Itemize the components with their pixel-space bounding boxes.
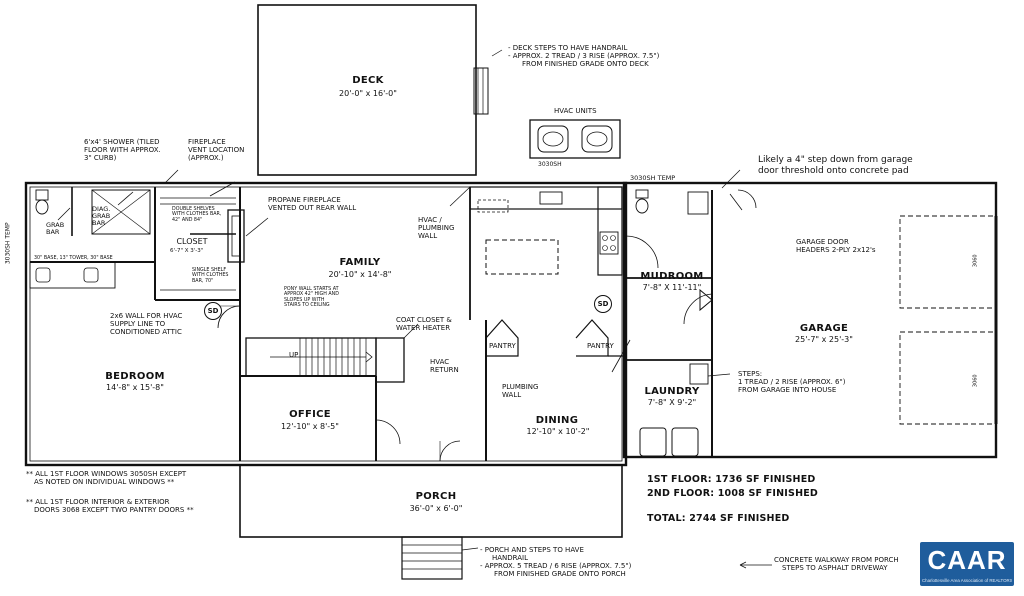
family-label: FAMILY [339, 257, 381, 268]
stairs-up-label: UP [289, 351, 299, 359]
total-sf: TOTAL: 2744 SF FINISHED [647, 513, 790, 524]
caar-logo-text: CAAR [927, 545, 1007, 575]
smoke-detector-1: SD [204, 302, 222, 320]
mudroom-label: MUDROOM [640, 271, 704, 282]
window-3030sh: 3030SH [538, 161, 562, 168]
caar-logo-subtext: Charlottesville Area Association of REAL… [922, 578, 1012, 583]
mudroom-dims: 7'-8" X 11'-11" [642, 283, 702, 292]
dining-dims: 12'-10" x 10'-2" [526, 427, 590, 436]
bedroom-dims: 14'-8" x 15'-8" [106, 383, 164, 392]
hvac-units [529, 119, 621, 159]
shower [91, 189, 151, 235]
window-3030sh-temp: 3030SH TEMP [630, 174, 676, 182]
dryer [671, 427, 699, 457]
kitchen-island [485, 239, 559, 275]
deck-label: DECK [352, 75, 384, 86]
garage-door-2 [899, 331, 997, 425]
deck-steps [473, 67, 489, 115]
washer [639, 427, 667, 457]
garage-window-2: 3060 [972, 374, 979, 388]
second-floor-total: 2ND FLOOR: 1008 SF FINISHED [647, 488, 818, 499]
pantry-right-label: PANTRY [587, 342, 614, 350]
closet-dims: 6'-7" X 3'-3" [170, 248, 204, 254]
garage-dims: 25'-7" x 25'-3" [795, 335, 853, 344]
closet-label: CLOSET [176, 237, 208, 246]
garage-outer-wall [622, 181, 998, 459]
pantry-left-label: PANTRY [489, 342, 516, 350]
vanity-base-label: 30" BASE, 13" TOWER, 30" BASE [34, 256, 113, 261]
bedroom-label: BEDROOM [105, 371, 165, 382]
smoke-detector-2: SD [594, 295, 612, 313]
laundry-dims: 7'-8" X 9'-2" [647, 398, 697, 407]
range [599, 231, 619, 255]
single-shelf-label: SINGLE SHELF WITH CLOTHES BAR, 70" [192, 268, 229, 284]
laundry-label: LAUNDRY [644, 386, 700, 397]
window-left-temp: 3030SH TEMP [4, 222, 12, 265]
kitchen-counter [469, 186, 623, 210]
coat-closet [375, 337, 405, 383]
deck-steps-note: - DECK STEPS TO HAVE HANDRAIL- APPROX. 2… [508, 44, 660, 69]
office-dims: 12'-10" x 8'-5" [281, 422, 339, 431]
family-dims: 20'-10" x 14'-8" [328, 270, 392, 279]
office-label: OFFICE [289, 409, 331, 420]
diag-grab-bar-label: DIAG. GRAB BAR [92, 205, 111, 228]
deck-dims: 20'-0" x 16'-0" [339, 89, 397, 98]
garage-door-1 [899, 215, 997, 309]
plumbing-wall-label: PLUMBING WALL [502, 383, 539, 400]
coat-closet-label: COAT CLOSET & WATER HEATER [396, 316, 452, 333]
toilet-bath [35, 189, 49, 201]
double-shelves-label: DOUBLE SHELVES WITH CLOTHES BAR, 42" AND… [172, 207, 222, 223]
pantry-right [575, 319, 609, 357]
hvac-return-label: HVAC RETURN [430, 358, 459, 375]
vanity [29, 261, 116, 289]
garage-steps-note: STEPS:1 TREAD / 2 RISE (APPROX. 6")FROM … [738, 370, 846, 395]
mudroom-sink [687, 191, 709, 215]
dining-label: DINING [535, 415, 579, 426]
porch-label: PORCH [415, 491, 457, 502]
porch-steps [401, 536, 463, 580]
garage-label: GARAGE [799, 323, 849, 334]
first-floor-total: 1ST FLOOR: 1736 SF FINISHED [647, 474, 816, 485]
pantry-left [485, 319, 519, 357]
porch-dims: 36'-0" x 6'-0" [409, 504, 463, 513]
pony-wall-label: PONY WALL STARTS AT APPROX 42" HIGH AND … [284, 287, 339, 308]
deck-outline [257, 4, 477, 176]
caar-logo: CAAR Charlottesville Area Association of… [920, 542, 1014, 586]
mudroom-toilet [635, 189, 649, 199]
fireplace [227, 209, 245, 263]
hvac-units-label: HVAC UNITS [554, 107, 597, 115]
laundry-sink [689, 363, 709, 385]
garage-window-1: 3060 [972, 254, 979, 268]
kitchen-counter-right [597, 186, 623, 276]
grab-bar-label: GRAB BAR [46, 221, 65, 237]
hvac-plumbing-wall-label: HVAC / PLUMBING WALL [418, 216, 455, 241]
